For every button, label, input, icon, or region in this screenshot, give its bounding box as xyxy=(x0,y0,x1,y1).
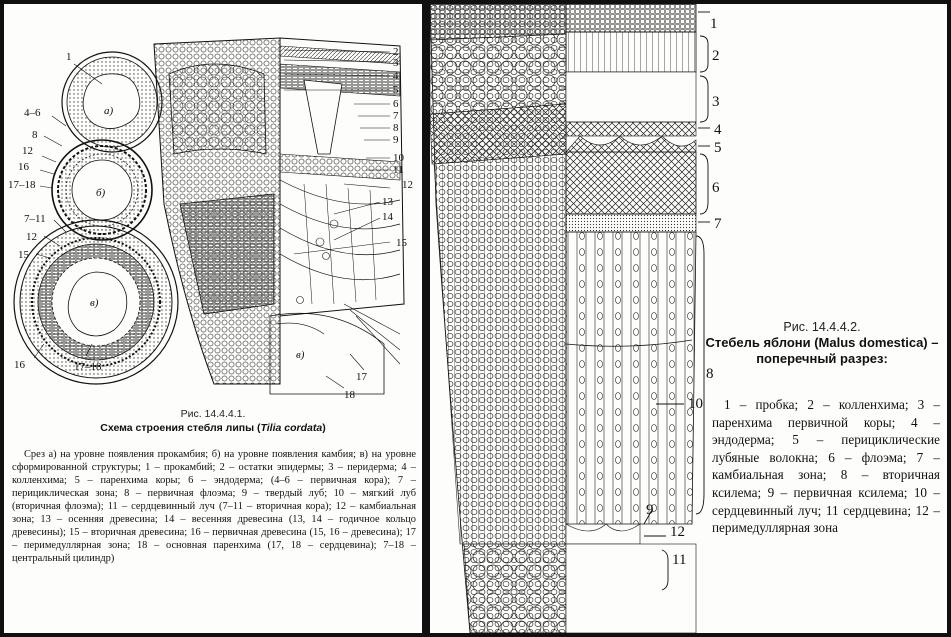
label-15a: 15 xyxy=(18,249,30,261)
label-r7: 7 xyxy=(393,110,399,122)
label-r18: 18 xyxy=(344,389,356,401)
label-n4: 4 xyxy=(714,122,722,138)
label-b: б) xyxy=(96,187,106,199)
section-b-diagram xyxy=(51,139,153,241)
label-r2: 2 xyxy=(393,46,399,58)
label-r10: 10 xyxy=(393,152,405,164)
label-n2: 2 xyxy=(712,48,720,64)
label-17-18a: 17–18 xyxy=(8,179,36,191)
label-n7: 7 xyxy=(714,216,722,232)
label-r9: 9 xyxy=(393,134,399,146)
label-16a: 16 xyxy=(18,161,30,173)
label-1: 1 xyxy=(66,51,72,63)
right-figure-title: Стебель яблони (Malus domestica) – попер… xyxy=(705,335,939,366)
label-12a: 12 xyxy=(22,145,33,157)
schematic-half xyxy=(565,4,697,633)
left-figure-number: Рис. 14.4.4.1. xyxy=(180,408,246,420)
label-r5: 5 xyxy=(393,84,399,96)
label-r15: 15 xyxy=(396,237,408,249)
label-n12: 12 xyxy=(670,524,685,540)
label-n9: 9 xyxy=(646,502,654,518)
label-a: а) xyxy=(104,105,114,117)
left-figure-title: Схема строения стебля липы (Tilia cordat… xyxy=(100,422,326,434)
label-8: 8 xyxy=(32,129,38,141)
label-r8: 8 xyxy=(393,122,399,134)
label-r13: 13 xyxy=(382,196,394,208)
label-12b: 12 xyxy=(26,231,37,243)
section-v-diagram xyxy=(13,219,179,385)
label-r6: 6 xyxy=(393,98,399,110)
label-n8: 8 xyxy=(706,366,714,382)
cellular-half xyxy=(430,4,567,633)
label-r12: 12 xyxy=(402,179,413,191)
left-figure-caption: Рис. 14.4.4.1. Схема строения стебля лип… xyxy=(4,408,422,434)
label-4-6: 4–6 xyxy=(24,107,41,119)
label-v: в) xyxy=(90,297,99,309)
right-page-panel: 1 2 3 4 5 6 7 8 10 9 12 11 Рис. 14.4.4.2… xyxy=(430,4,947,633)
label-r3: 3 xyxy=(393,57,399,69)
label-n6: 6 xyxy=(712,180,720,196)
label-v2: в) xyxy=(296,349,305,361)
label-n10: 10 xyxy=(688,396,703,412)
right-figure-number: Рис. 14.4.4.2. xyxy=(783,320,861,334)
label-n3: 3 xyxy=(712,94,720,110)
label-r14: 14 xyxy=(382,211,394,223)
apple-stem-diagram: 1 2 3 4 5 6 7 8 10 9 12 11 xyxy=(430,4,722,633)
right-figure-caption: Рис. 14.4.4.2. Стебель яблони (Malus dom… xyxy=(700,320,944,367)
left-page-panel: 1 4–6 8 12 16 17–18 7–11 12 15 16 17–18 … xyxy=(4,4,422,633)
label-16b: 16 xyxy=(14,359,26,371)
label-7-11: 7–11 xyxy=(24,213,46,225)
section-a-diagram xyxy=(61,51,163,153)
tilia-stem-diagram: 1 4–6 8 12 16 17–18 7–11 12 15 16 17–18 … xyxy=(8,37,413,401)
right-figure-description: 1 – пробка; 2 – колленхима; 3 – паренхим… xyxy=(712,397,940,536)
tissue-wedge-diagram xyxy=(153,37,405,395)
label-r17: 17 xyxy=(356,371,368,383)
left-figure-description: Срез а) на уровне появления прокамбия; б… xyxy=(12,449,416,564)
label-n1: 1 xyxy=(710,16,718,32)
label-n5: 5 xyxy=(714,140,722,156)
label-r11: 11 xyxy=(393,164,404,176)
label-17-18b: 17–18 xyxy=(74,361,102,373)
label-n11: 11 xyxy=(672,552,686,568)
label-r4: 4 xyxy=(393,70,399,82)
